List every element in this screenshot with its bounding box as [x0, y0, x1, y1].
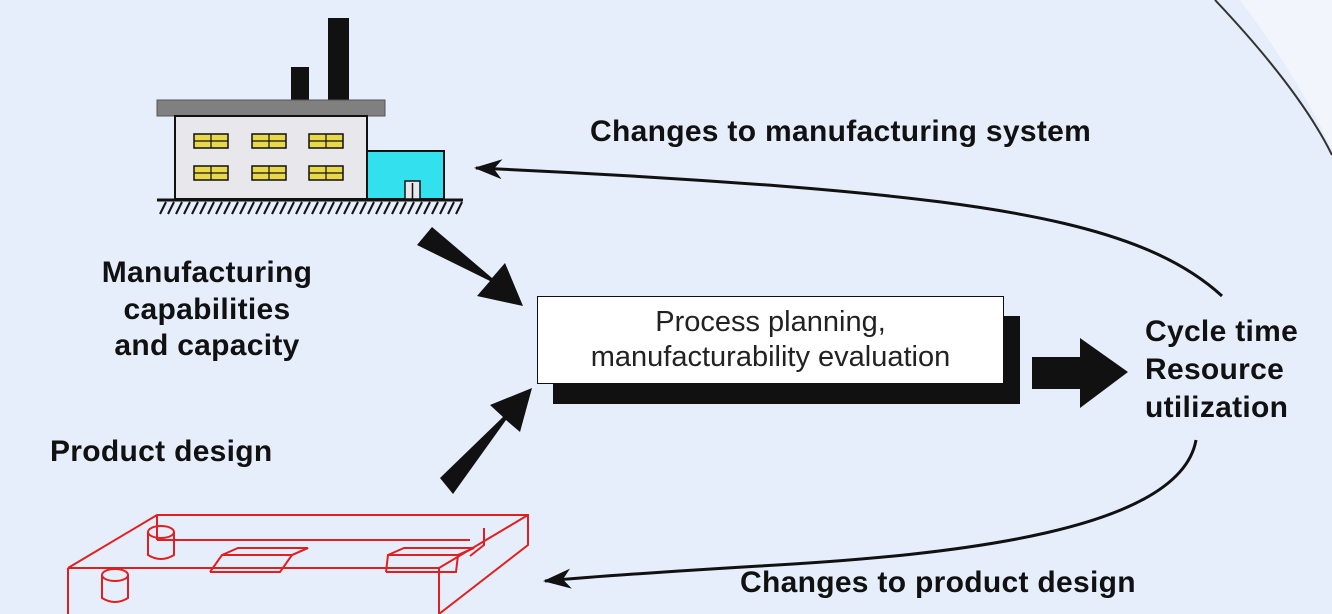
label-product-design: Product design — [50, 435, 273, 468]
mfg-line2: capabilities — [123, 292, 291, 326]
product-part-icon — [67, 514, 529, 614]
label-manufacturing-capabilities: Manufacturing capabilities and capacity — [72, 255, 342, 365]
label-changes-product: Changes to product design — [740, 566, 1136, 599]
feedback-arrow-to-manufacturing — [474, 159, 1224, 298]
out-line3: utilization — [1145, 390, 1289, 424]
out-line1: Cycle time — [1145, 315, 1299, 348]
process-planning-box: Process planning, manufacturability eval… — [537, 296, 1004, 384]
out-line2: Resource — [1145, 352, 1285, 386]
label-changes-manufacturing: Changes to manufacturing system — [590, 115, 1092, 148]
label-outputs: Cycle time Resource utilization — [1145, 313, 1298, 426]
factory-icon — [156, 18, 463, 215]
arrow-product-to-process — [440, 388, 532, 494]
process-line1: Process planning, — [655, 306, 886, 339]
feedback-arrow-to-product — [543, 439, 1198, 589]
arrow-mfg-to-process — [417, 227, 523, 306]
arrow-process-to-outputs — [1032, 338, 1128, 408]
mfg-line1: Manufacturing — [101, 256, 313, 289]
process-line2: manufacturability evaluation — [590, 341, 951, 373]
corner-decoration — [1214, 0, 1332, 156]
mfg-line3: and capacity — [114, 329, 300, 363]
